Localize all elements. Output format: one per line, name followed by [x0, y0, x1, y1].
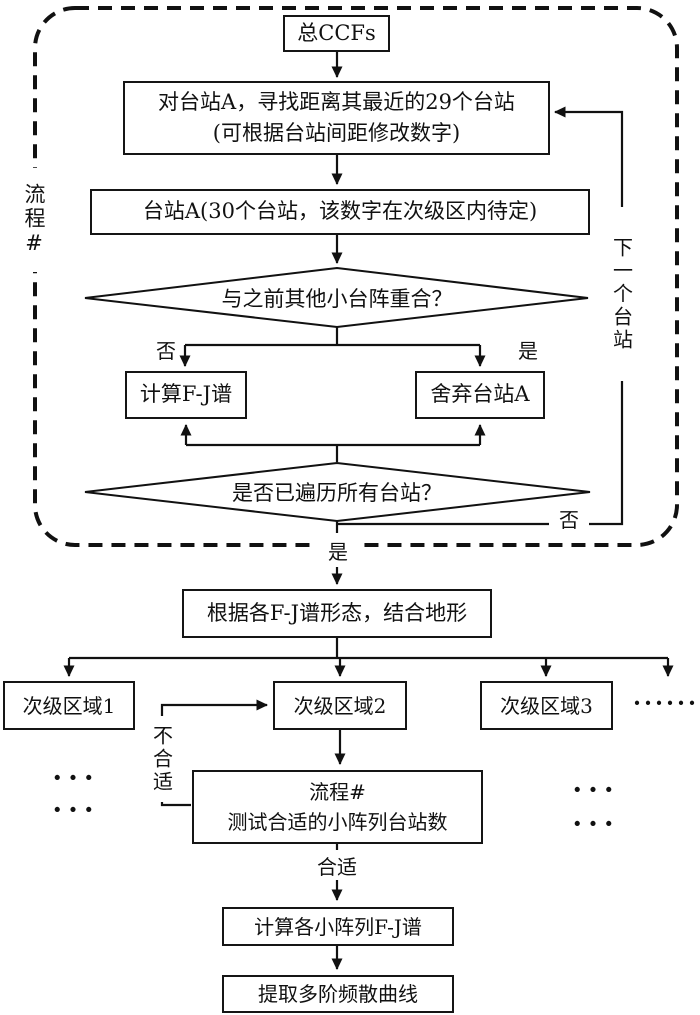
node-region2: 次级区域2: [273, 681, 407, 730]
right-ellipsis-bottom: ···: [572, 807, 620, 840]
label-next-station: 下一个台站: [603, 207, 641, 381]
decision-diamond-overlap: [84, 266, 589, 329]
more-regions-ellipsis: ······: [632, 689, 700, 717]
distribution-line: [69, 638, 668, 660]
label-no-overlap: 否: [156, 338, 176, 363]
decision-overlap-text: 与之前其他小台阵重合？: [221, 287, 453, 311]
node-find-nearest-line1: 对台站A，寻找距离其最近的29个台站: [158, 89, 515, 114]
split-line-overlap: [185, 327, 480, 347]
node-extract-dispersion: 提取多阶频散曲线: [222, 975, 454, 1013]
decision-diamond-all-visited: [84, 461, 591, 523]
node-station-a: 台站A(30个台站，该数字在次级区内待定): [90, 189, 590, 235]
node-region1: 次级区域1: [3, 681, 135, 730]
node-find-nearest-line2: (可根据台站间距修改数字): [212, 121, 461, 145]
label-yes-overlap: 是: [518, 338, 538, 363]
node-test-line1: 流程#: [309, 780, 366, 804]
label-suitable: 合适: [310, 850, 364, 880]
left-ellipsis-top: ···: [52, 761, 100, 794]
node-start: 总CCFs: [283, 15, 390, 52]
node-shape-terrain: 根据各F-J谱形态，结合地形: [182, 589, 492, 638]
label-subprocess-name: 流程#: [14, 168, 54, 272]
node-test-line2: 测试合适的小阵列台站数: [227, 810, 448, 834]
node-compute-subarrays: 计算各小阵列F-J谱: [222, 907, 454, 946]
label-no-visited: 否: [549, 501, 589, 535]
subprocess-dashed-border: [33, 6, 679, 547]
node-compute-fj: 计算F-J谱: [125, 371, 247, 419]
right-ellipsis-top: ···: [572, 773, 620, 806]
left-ellipsis-bottom: ···: [52, 793, 100, 826]
label-not-suitable: 不合适: [145, 716, 179, 802]
node-discard-station-a: 舍弃台站A: [415, 371, 545, 419]
node-region3: 次级区域3: [480, 681, 613, 730]
node-test-station-count: 流程# 测试合适的小阵列台站数: [192, 770, 483, 844]
node-find-nearest: 对台站A，寻找距离其最近的29个台站 (可根据台站间距修改数字): [123, 81, 550, 155]
label-yes-visited: 是: [314, 533, 362, 567]
merge-line-under-boxes: [186, 443, 480, 462]
decision-all-visited-text: 是否已遍历所有台站？: [232, 481, 442, 505]
